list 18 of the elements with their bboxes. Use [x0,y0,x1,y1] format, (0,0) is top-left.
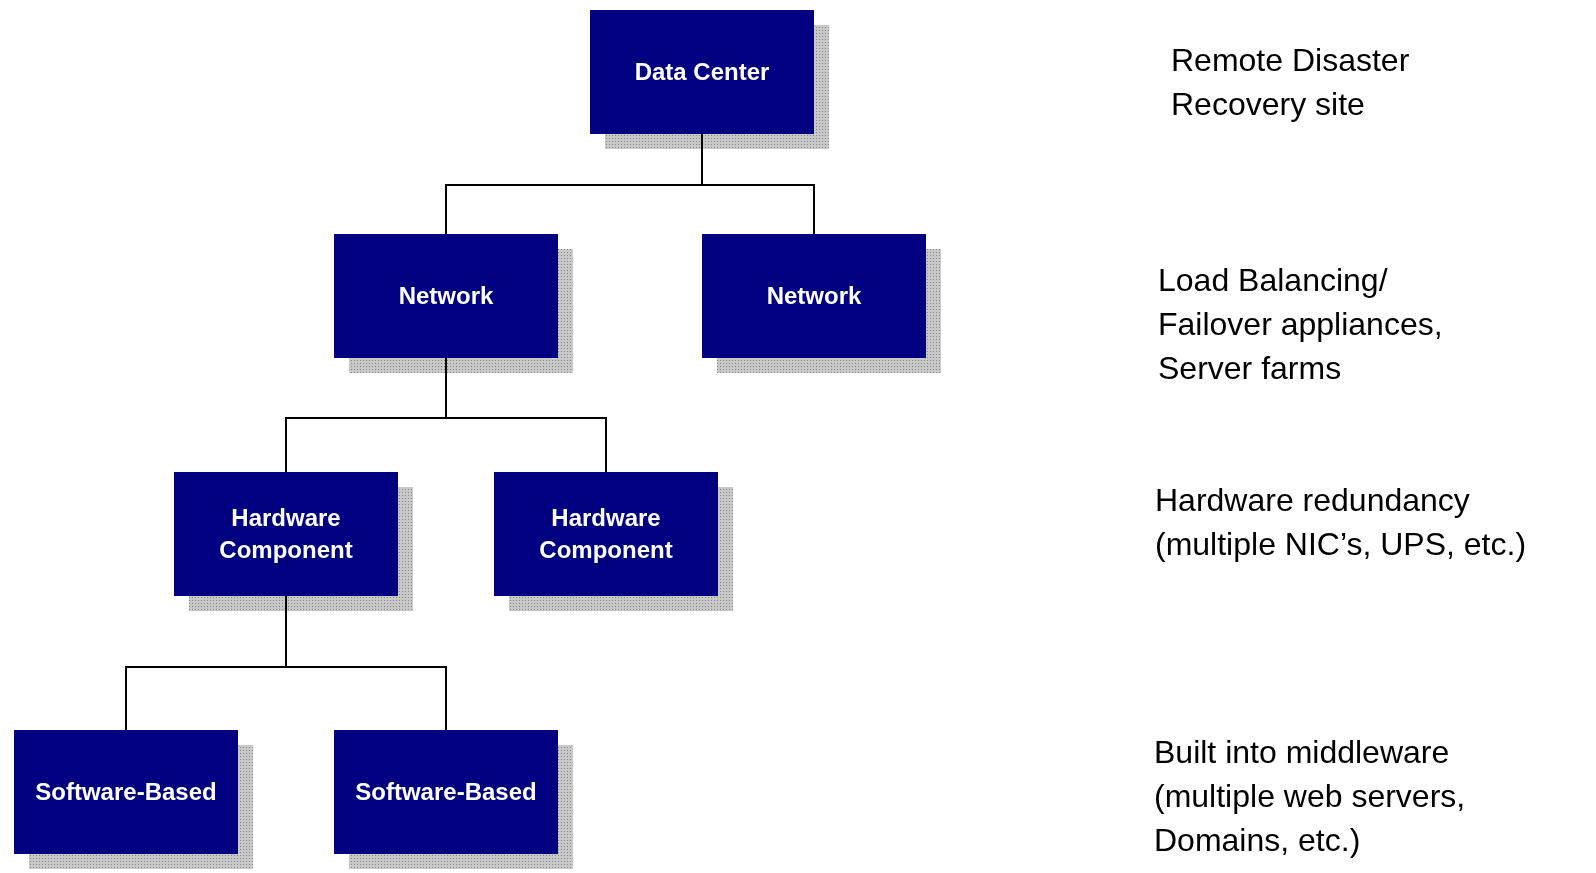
box-label: Network [398,281,494,311]
level-description: Hardware redundancy (multiple NIC’s, UPS, etc.) [1155,481,1528,564]
org-box [702,234,926,358]
level-description: Remote Disaster Recovery site [1171,41,1411,124]
org-box [494,472,718,596]
org-box [590,10,814,134]
box-label: Software-Based [35,777,217,807]
box-label: Hardware Component [538,503,674,565]
org-box [174,472,398,596]
level-description: Load Balancing/ Failover appliances, Server farms [1158,261,1444,388]
box-label: Hardware Component [218,503,354,565]
org-box [14,730,238,854]
box-label: Data Center [634,57,770,87]
org-box [334,234,558,358]
org-box [334,730,558,854]
box-label: Software-Based [355,777,537,807]
level-description: Built into middleware (multiple web servers, Domains, etc.) [1154,733,1467,860]
box-label: Network [766,281,862,311]
